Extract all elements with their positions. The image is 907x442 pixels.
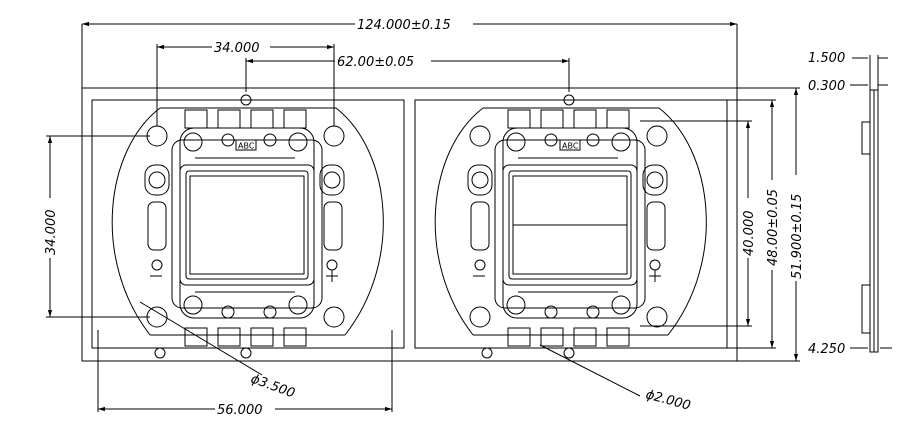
outer-frame xyxy=(81,87,738,362)
dim-vertical-hole-span: 34.000 xyxy=(44,210,59,256)
left-abc-label: ABC xyxy=(238,142,255,151)
right-small-hole-bottom xyxy=(481,347,493,359)
right-mount-hole-top-right xyxy=(646,125,668,147)
right-mount-hole-top xyxy=(469,125,491,147)
right-board-outline xyxy=(414,99,728,349)
dim-overall-length: 124.000±0.15 xyxy=(357,18,451,33)
dim-hole-span: 34.000 xyxy=(214,41,260,56)
right-mount-hole-bottom xyxy=(469,306,491,328)
right-mount-hole-bottom-right xyxy=(646,306,668,328)
right-small-hole-top xyxy=(563,94,575,106)
right-module xyxy=(434,107,707,347)
dim-center-spacing: 62.00±0.05 xyxy=(337,55,414,70)
dim-pcb-height: 48.00±0.05 xyxy=(766,189,781,266)
right-abc-label: ABC xyxy=(562,142,579,151)
right-small-hole-bottom-mid xyxy=(563,347,575,359)
left-small-hole-bottom xyxy=(154,347,166,359)
left-small-hole-top xyxy=(240,94,252,106)
dim-side-thickness: 0.300 xyxy=(808,79,845,94)
side-view xyxy=(861,89,879,353)
left-small-hole-bottom-mid xyxy=(240,347,252,359)
left-module xyxy=(111,107,384,347)
dim-module-width: 56.000 xyxy=(217,403,263,418)
dim-small-hole-diameter: ϕ2.000 xyxy=(644,387,692,413)
dim-side-total-thickness: 4.250 xyxy=(808,342,845,357)
dim-side-top-offset: 1.500 xyxy=(808,51,845,66)
left-mount-hole-top-right xyxy=(323,125,345,147)
dim-inner-height: 40.000 xyxy=(742,211,757,257)
left-mount-hole-bottom-right xyxy=(323,306,345,328)
left-board-outline xyxy=(91,99,405,349)
dim-mount-hole-diameter: ϕ3.500 xyxy=(249,372,297,402)
dim-overall-height: 51.900±0.15 xyxy=(790,194,805,279)
